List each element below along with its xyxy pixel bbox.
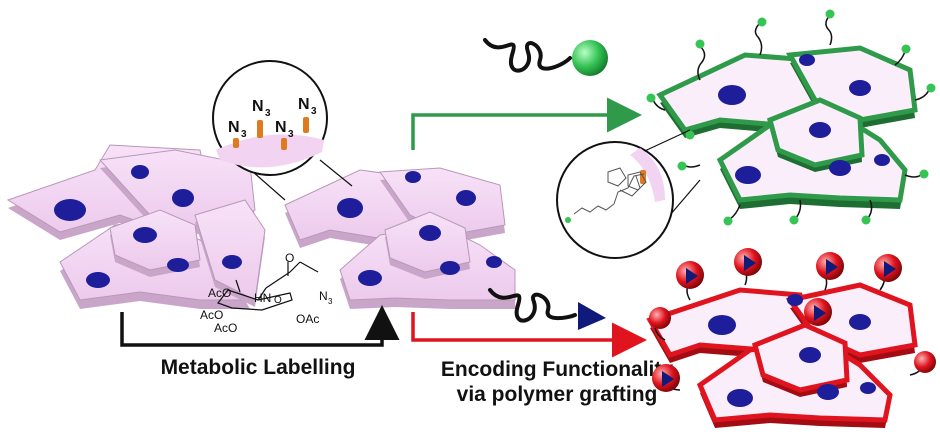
svg-text:AcO: AcO: [208, 286, 231, 300]
svg-text:N: N: [319, 289, 328, 303]
cell-cluster-unlabelled: [6, 144, 266, 309]
svg-text:3: 3: [265, 108, 271, 119]
svg-text:N: N: [275, 119, 287, 136]
svg-text:O: O: [285, 251, 294, 265]
svg-text:N: N: [228, 119, 240, 136]
svg-text:3: 3: [241, 129, 247, 140]
svg-text:O: O: [274, 295, 282, 306]
svg-text:N: N: [252, 98, 264, 115]
green-grafting-arrow: [411, 97, 642, 150]
svg-text:3: 3: [328, 297, 333, 306]
svg-text:OAc: OAc: [296, 312, 319, 326]
cell-cluster-red-grafted: [646, 248, 936, 428]
svg-text:3: 3: [288, 129, 294, 140]
azide-group: N 3: [252, 98, 271, 138]
cell-cluster-azide-labelled: [284, 167, 516, 309]
polymer-blue-cone-icon: [488, 288, 606, 330]
click-chemistry-zoom-inset: [556, 129, 701, 259]
azide-zoom-inset: N 3 N 3 N 3 N 3: [212, 60, 353, 201]
cell-cluster-green-grafted: [646, 9, 936, 226]
metabolic-labelling-label: Metabolic Labelling: [161, 356, 356, 379]
azide-group: N 3: [298, 96, 317, 133]
red-grafting-arrow: [411, 312, 647, 358]
svg-text:HN: HN: [254, 291, 271, 305]
metabolic-labelling-arrow: [120, 305, 400, 347]
svg-text:N: N: [298, 96, 310, 113]
sugar-structure: AcO AcO AcO OAc HN O O N 3: [200, 251, 333, 335]
azide-group: N 3: [228, 119, 247, 148]
svg-text:3: 3: [311, 106, 317, 117]
encoding-functionality-label: Encoding Functionality: [441, 358, 673, 381]
azide-group: N 3: [275, 119, 294, 150]
polymer-green-bead-icon: [483, 38, 608, 76]
svg-text:AcO: AcO: [200, 308, 223, 322]
svg-text:AcO: AcO: [214, 321, 237, 335]
polymer-grafting-label: via polymer grafting: [457, 383, 658, 406]
